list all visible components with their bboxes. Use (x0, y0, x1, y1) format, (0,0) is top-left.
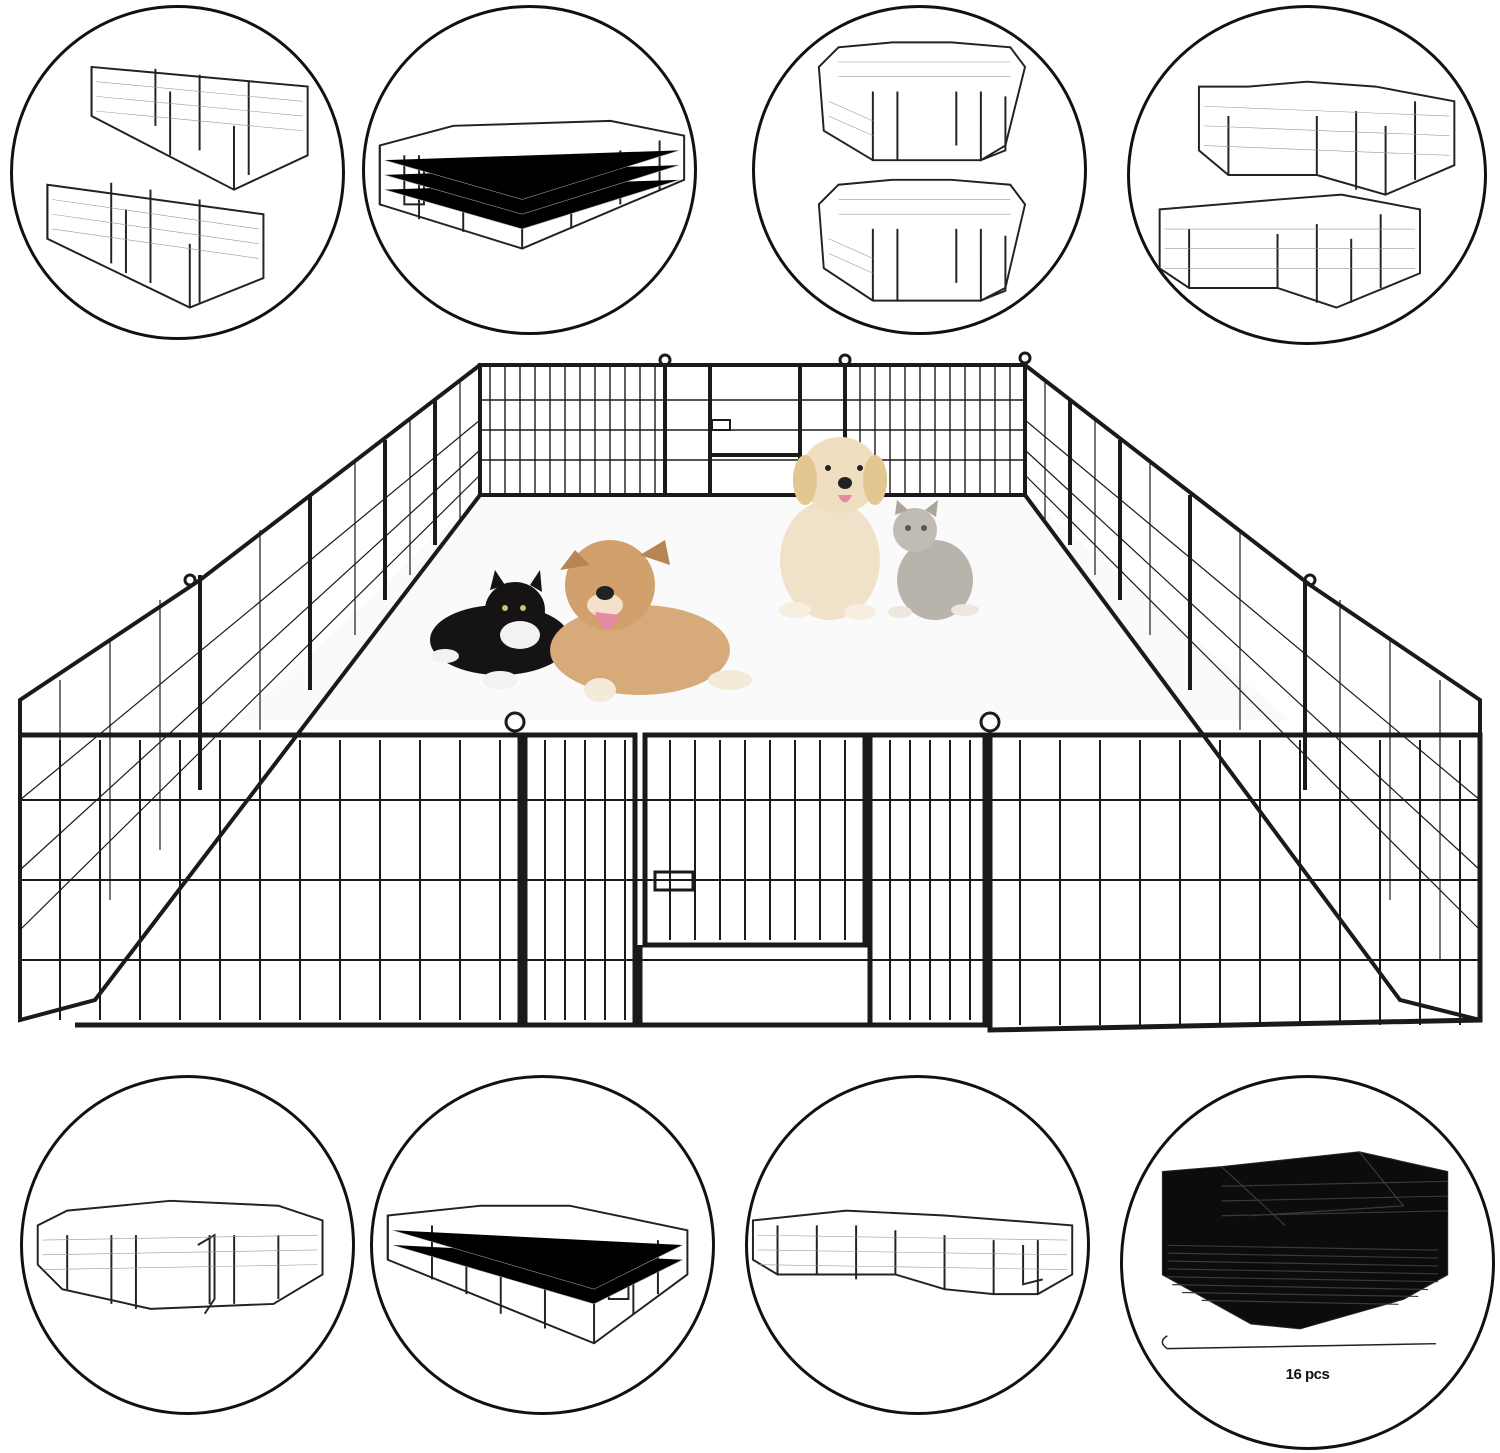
pets-group (430, 437, 979, 702)
layout-circle-two-l-shapes (1127, 5, 1487, 345)
layout-circle-large-rectangle (362, 5, 697, 335)
fence-l-shape-illustration (1158, 80, 1456, 309)
layout-circle-l-shape (745, 1075, 1090, 1415)
fence-rectangle-illustration (46, 65, 309, 309)
pieces-count-label: 16 pcs (1285, 1366, 1330, 1383)
layout-circle-two-octagons (752, 5, 1087, 335)
layout-circle-stacked-panels: 16 pcs (1120, 1075, 1495, 1450)
playpen-illustration (18, 351, 1483, 1033)
layout-circle-rectangle (370, 1075, 715, 1415)
fence-rectangle-illustration (378, 119, 686, 250)
stacked-panels-illustration (1161, 1151, 1449, 1350)
fence-rectangle-illustration (386, 1204, 689, 1345)
fence-l-shape-illustration (751, 1209, 1074, 1296)
hook-rod-icon (1161, 1335, 1436, 1350)
main-playpen-image (0, 340, 1500, 1060)
fence-octagon-illustration (817, 41, 1027, 303)
fence-round-illustration (36, 1199, 324, 1315)
layout-circle-round (20, 1075, 355, 1415)
layout-circle-two-rectangles (10, 5, 345, 340)
